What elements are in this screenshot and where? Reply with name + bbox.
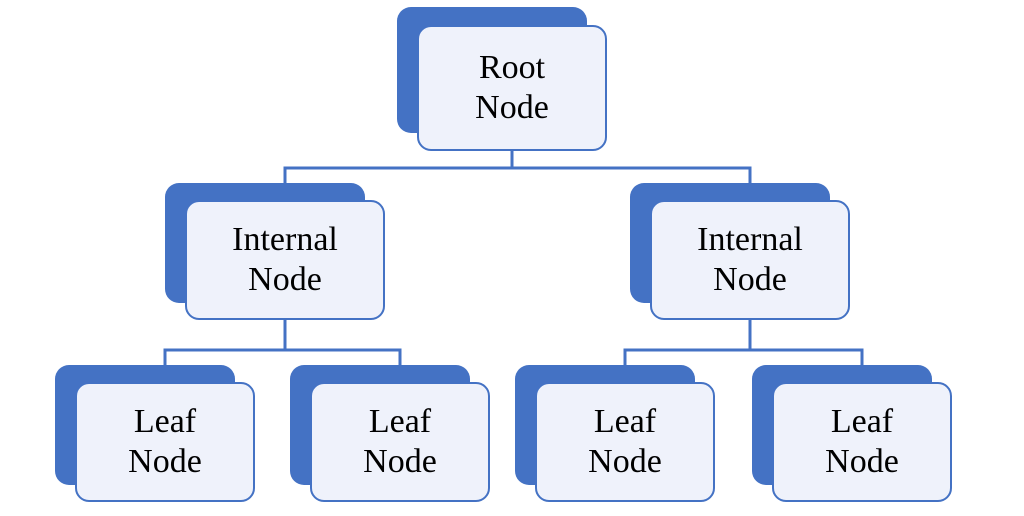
node-root-label: Root Node: [475, 48, 549, 126]
node-internal-right-box: Internal Node: [650, 200, 850, 320]
node-root-box: Root Node: [417, 25, 607, 151]
node-leaf-4-label: Leaf Node: [825, 402, 899, 480]
node-leaf-4-box: Leaf Node: [772, 382, 952, 502]
node-internal-left-label: Internal Node: [232, 220, 338, 298]
node-leaf-1-box: Leaf Node: [75, 382, 255, 502]
node-leaf-3-box: Leaf Node: [535, 382, 715, 502]
node-leaf-1-label: Leaf Node: [128, 402, 202, 480]
node-leaf-3-label: Leaf Node: [588, 402, 662, 480]
node-internal-left-box: Internal Node: [185, 200, 385, 320]
node-leaf-2-label: Leaf Node: [363, 402, 437, 480]
node-internal-right-label: Internal Node: [697, 220, 803, 298]
node-leaf-2-box: Leaf Node: [310, 382, 490, 502]
